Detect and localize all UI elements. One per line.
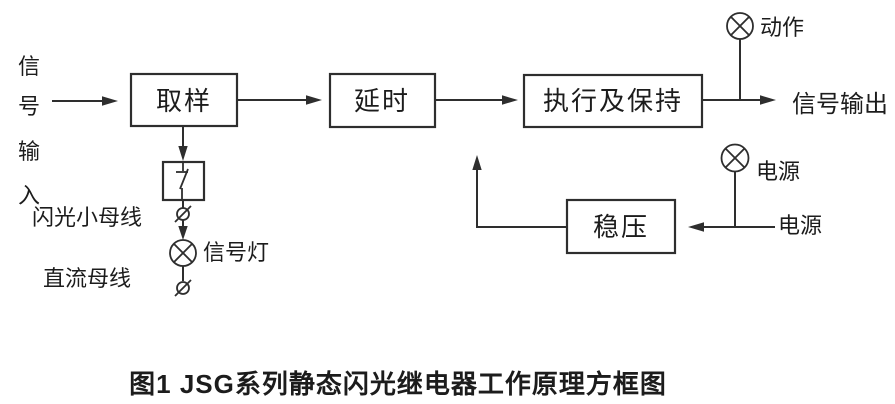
arrow-terminal-to-lamp (178, 220, 188, 240)
signal-input-char: 输 (18, 139, 40, 164)
power-lamp-icon (720, 143, 750, 227)
signal-input-char: 入 (18, 183, 40, 208)
terminal-dc-bus-icon (174, 279, 192, 297)
signal-input-label: 信 号 输 入 (18, 54, 40, 208)
signal-input-char: 号 (18, 94, 40, 119)
arrow-sampling-to-delay (237, 95, 322, 105)
arrow-regulator-feedback (472, 155, 567, 228)
signal-lamp-label: 信号灯 (203, 240, 269, 265)
box-delay (328, 72, 437, 129)
arrow-sampling-to-contact (178, 126, 188, 161)
box-sampling-label: 取样 (156, 86, 212, 116)
arrow-delay-to-execute (435, 95, 518, 105)
arrow-power-to-regulator (688, 222, 775, 232)
dc-bus-label: 直流母线 (43, 266, 131, 291)
signal-lamp-icon (169, 239, 197, 267)
action-lamp-label: 动作 (760, 15, 804, 40)
arrow-signal-to-sampling (52, 96, 118, 106)
signal-output-label: 信号输出 (792, 91, 888, 118)
power-lamp-label: 电源 (756, 159, 800, 184)
signal-input-char: 信 (18, 54, 40, 79)
flash-bus-label: 闪光小母线 (32, 205, 142, 230)
arrow-execute-to-output (702, 95, 776, 105)
box-delay-label: 延时 (354, 86, 410, 116)
terminal-flash-bus-icon (174, 205, 192, 223)
figure-caption: 图1 JSG系列静态闪光继电器工作原理方框图 (129, 369, 667, 399)
box-flasher-contact (161, 160, 206, 202)
box-voltage-regulator (565, 198, 677, 255)
switch-contact-icon (176, 162, 189, 200)
power-input-label: 电源 (778, 213, 822, 238)
box-execute-hold (522, 73, 704, 129)
action-lamp-icon (726, 12, 754, 100)
box-execute-hold-label: 执行及保持 (543, 86, 683, 116)
box-voltage-regulator-label: 稳压 (593, 212, 649, 242)
